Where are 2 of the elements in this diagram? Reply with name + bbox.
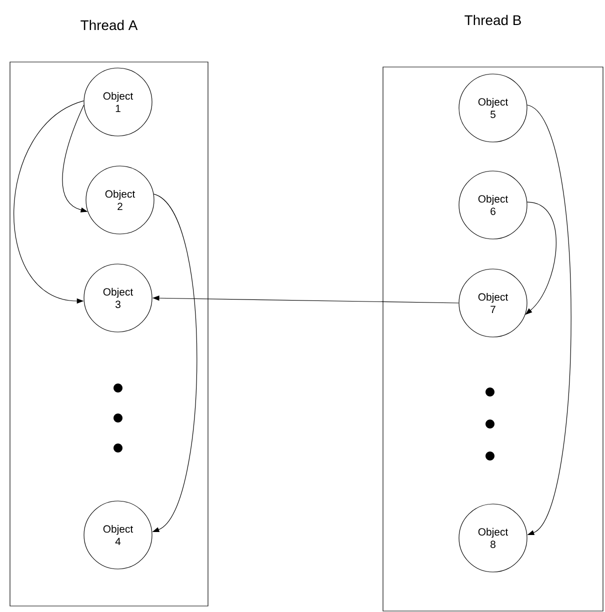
- node-label: Thread A: [80, 20, 138, 30]
- node-label: Thread B: [464, 14, 521, 26]
